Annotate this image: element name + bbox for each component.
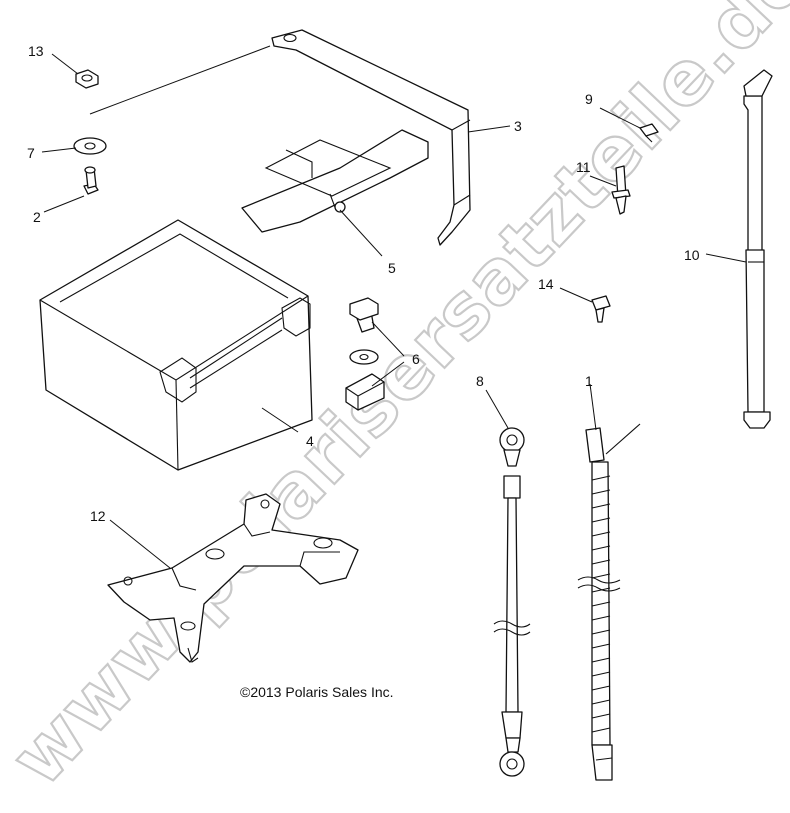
part-10-strap-rod [743, 69, 773, 429]
callout-14: 14 [538, 276, 554, 292]
part-3-hold-down-bracket [271, 29, 471, 246]
callout-1: 1 [585, 373, 593, 389]
part-8-ground-cable [493, 427, 531, 777]
leader-lines [41, 45, 747, 569]
part-5-clamp-plate [241, 129, 429, 233]
callout-6: 6 [412, 351, 420, 367]
part-12-tray-bracket [107, 493, 359, 663]
callout-labels: 13 7 2 3 5 4 12 6 9 11 10 14 8 1 [27, 43, 700, 524]
callout-13: 13 [28, 43, 44, 59]
part-1-positive-cable [577, 423, 641, 781]
part-13-nut [75, 69, 99, 89]
callout-3: 3 [514, 118, 522, 134]
callout-12: 12 [90, 508, 106, 524]
callout-11: 11 [576, 159, 591, 175]
part-14-bolt [591, 295, 611, 323]
part-2-bolt [83, 166, 99, 195]
callout-10: 10 [684, 247, 700, 263]
callout-2: 2 [33, 209, 41, 225]
callout-7: 7 [27, 145, 35, 161]
part-11-pin [611, 165, 631, 215]
callout-8: 8 [476, 373, 484, 389]
callout-9: 9 [585, 91, 593, 107]
part-4-battery [39, 219, 313, 471]
callout-5: 5 [388, 260, 396, 276]
part-9-bolt [639, 123, 659, 143]
callout-4: 4 [306, 433, 314, 449]
part-6-hardware-set [345, 297, 385, 411]
copyright-text: ©2013 Polaris Sales Inc. [240, 684, 394, 700]
part-7-washer [73, 137, 107, 155]
